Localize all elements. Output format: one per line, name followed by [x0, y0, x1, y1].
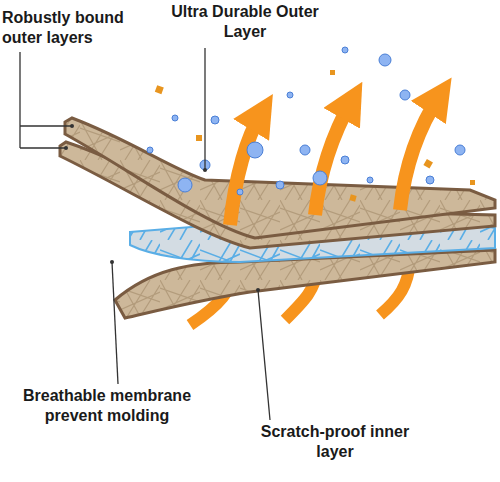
outer-layer-1: [65, 118, 495, 238]
dust-particles: [155, 70, 475, 202]
callout-label: Scratch-proof inner layer: [250, 422, 420, 462]
vapor-bubbles: [147, 47, 465, 195]
leader-dots: [64, 124, 260, 292]
callout-label: Ultra Durable Outer Layer: [160, 2, 330, 42]
leader-lines: [20, 48, 270, 420]
callout-label: Breathable membrane prevent molding: [2, 386, 212, 426]
heat-arrows-upper: [230, 95, 440, 225]
inner-layer: [115, 250, 495, 318]
callout-label: Robustly bound outer layers: [2, 8, 132, 48]
